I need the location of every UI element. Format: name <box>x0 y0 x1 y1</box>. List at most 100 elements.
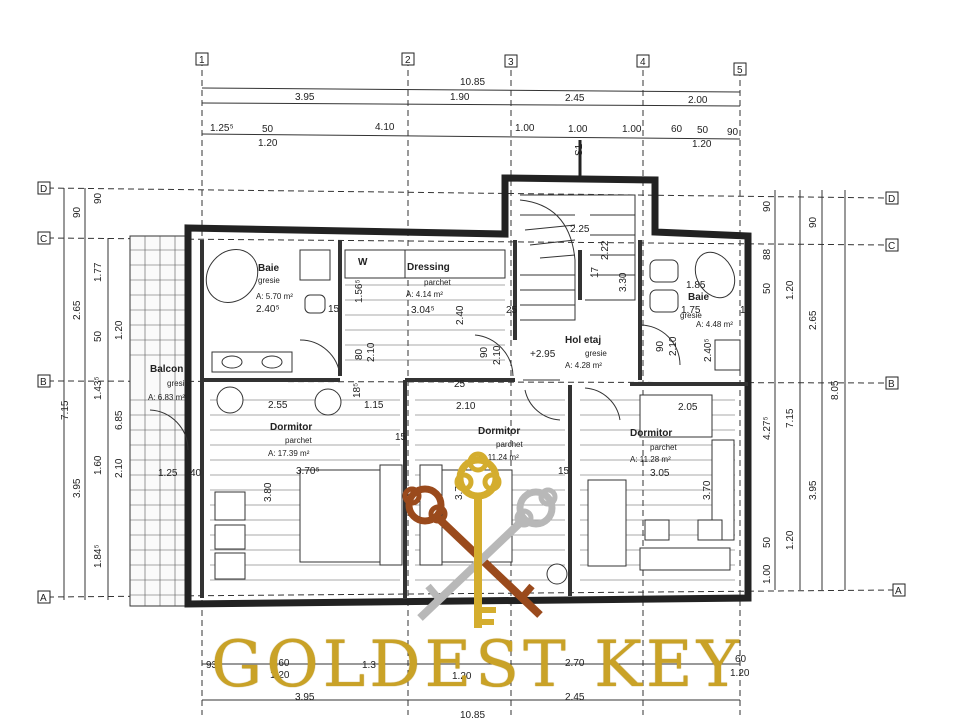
room-hall-level: +2.95 <box>530 349 556 360</box>
room-dressing-name: Dressing <box>407 262 450 273</box>
dim-left-2: 1.77 <box>93 262 104 282</box>
dim-right-6: 2.65 <box>808 310 819 330</box>
room-bath1-finish: gresie <box>258 276 280 285</box>
dim-right-13: 1.00 <box>762 564 773 584</box>
chair-1-icon <box>644 519 670 541</box>
room-hall-dim2: 2.10 <box>492 345 503 365</box>
dim-top-r2-6: 1.00 <box>622 124 642 135</box>
room-dressing-w: W <box>358 257 368 268</box>
bathtub-icon <box>205 249 259 303</box>
dim-top-r2-8: 50 <box>697 125 709 136</box>
dim-left-7: 7.15 <box>60 400 71 420</box>
room-bed3-name: Dormitor <box>630 428 672 439</box>
brand-wordmark: GOLDEST KEY <box>211 628 743 702</box>
axis-col-1: 1 <box>199 55 205 66</box>
dim-top-4: 2.00 <box>688 95 708 106</box>
room-hall-finish: gresie <box>585 349 607 358</box>
room-bed3-dim1: 2.05 <box>678 402 698 413</box>
room-dressing-area: A: 4.14 m² <box>406 290 443 299</box>
dim-top-r2b-1: 1.20 <box>258 138 278 149</box>
dim-left-10: 2.10 <box>114 458 125 478</box>
dim-bottom-6: 1.20 <box>270 670 290 681</box>
axis-col-2: 2 <box>405 55 411 66</box>
room-bed2-dim1: 2.10 <box>456 401 476 412</box>
bathtub-2-icon <box>694 251 736 299</box>
dim-right-7: 8.05 <box>830 380 841 400</box>
keys-logo-icon <box>402 451 558 628</box>
left-dimensions: 90 1.77 2.65 50 1.20 1.43⁵ 7.15 6.85 1.6… <box>60 188 125 600</box>
armchair-1-icon <box>214 491 246 521</box>
dim-top-3: 2.45 <box>565 93 585 104</box>
room-hall-dim3: 90 <box>655 340 666 352</box>
room-bed3-dim4: 15 <box>558 466 570 477</box>
room-bath2-finish: gresie <box>680 311 702 320</box>
room-bed1-dim2: 1.15 <box>364 400 384 411</box>
wardrobe-3b-icon <box>711 439 735 541</box>
room-bed1-dim1: 2.55 <box>268 400 288 411</box>
room-bed2-area: A: 11.24 m² <box>478 453 519 462</box>
dim-left-5: 1.20 <box>114 320 125 340</box>
dim-bottom-1: 93 <box>206 660 218 671</box>
bronze-key-icon <box>402 485 543 618</box>
dim-right-10: 3.95 <box>808 480 819 500</box>
bottom-dimensions: 93 1.60 1.3 2.70 60 1.20 1.20 1.20 3.95 … <box>202 654 750 720</box>
room-bath2-area: A: 4.48 m² <box>696 320 733 329</box>
dim-right-9: 7.15 <box>785 408 796 428</box>
shower-icon <box>299 249 331 281</box>
axis-labels: 1 2 3 4 5 D C B A D C B A <box>37 52 906 604</box>
dim-top-r2-3: 4.10 <box>375 122 395 133</box>
room-bed1-dim8: 2.10 <box>366 342 377 362</box>
dim-bottom-5: 60 <box>735 654 747 665</box>
room-hall-dim1: 90 <box>479 346 490 358</box>
top-dimensions: 10.85 3.95 1.90 2.45 2.00 1.25⁵ 50 4.10 … <box>201 77 741 180</box>
stair-dim-2: 2.22 <box>600 240 611 260</box>
dim-top-1: 3.95 <box>295 92 315 103</box>
plant-2-icon <box>314 388 342 416</box>
plant-1-icon <box>216 386 244 414</box>
dim-top-r2-4: 1.00 <box>515 123 535 134</box>
dim-right-11: 50 <box>762 536 773 548</box>
dim-right-12: 1.20 <box>785 530 796 550</box>
room-bath1-dim1: 2.40⁵ <box>256 304 280 315</box>
stair-dim-1: 2.25 <box>570 224 590 235</box>
wardrobe-3-icon <box>639 394 713 438</box>
dim-top-r2-9: 90 <box>727 127 739 138</box>
walls <box>184 174 752 608</box>
room-bed3-dim3: 3.70 <box>702 480 713 500</box>
dim-top-r2-1: 1.25⁵ <box>210 123 234 134</box>
dim-left-8: 6.85 <box>114 410 125 430</box>
plant-3-icon <box>546 563 568 585</box>
doors <box>149 324 681 451</box>
dim-left-6: 1.43⁵ <box>93 376 104 400</box>
room-bed1-dim4: 3.80 <box>263 482 274 502</box>
room-bath2-dim1: 1.85 <box>686 280 706 291</box>
room-bed1-area: A: 17.39 m² <box>268 449 310 458</box>
room-bed3-area: A: 11.28 m² <box>630 455 671 464</box>
silver-key-icon <box>417 487 558 621</box>
dim-left-13: 90 <box>93 192 104 204</box>
toilet-2-icon <box>649 259 679 283</box>
right-dimensions: 90 88 90 50 1.20 2.65 8.05 4.27⁵ 7.15 3.… <box>762 190 846 590</box>
sink-icon <box>211 351 293 373</box>
axis-col-5: 5 <box>737 65 743 76</box>
dim-bottom-8: 1.20 <box>730 668 750 679</box>
room-bed1-dim5: 15 <box>395 432 407 443</box>
room-bath2-dim4: 15 <box>740 305 752 316</box>
dim-left-4: 50 <box>93 330 104 342</box>
room-balcony-finish: gresie <box>167 379 189 388</box>
room-bed2-dim3: 25 <box>454 379 466 390</box>
stair-dim-3: 17 <box>590 266 601 278</box>
dressing-wardrobe-icon <box>344 249 406 279</box>
bed-1-icon <box>299 469 381 563</box>
axis-row-d: D <box>40 184 47 195</box>
dim-total-top: 10.85 <box>460 77 485 88</box>
desk-icon <box>639 547 731 571</box>
dim-right-4: 50 <box>762 282 773 294</box>
dim-bottom-4: 2.70 <box>565 658 585 669</box>
room-bath1-name: Baie <box>258 263 280 274</box>
room-dressing-dim3: 25 <box>506 305 518 316</box>
dim-top-r2-7: 60 <box>671 124 683 135</box>
gold-key-icon <box>454 451 502 628</box>
chair-2-icon <box>697 519 723 541</box>
